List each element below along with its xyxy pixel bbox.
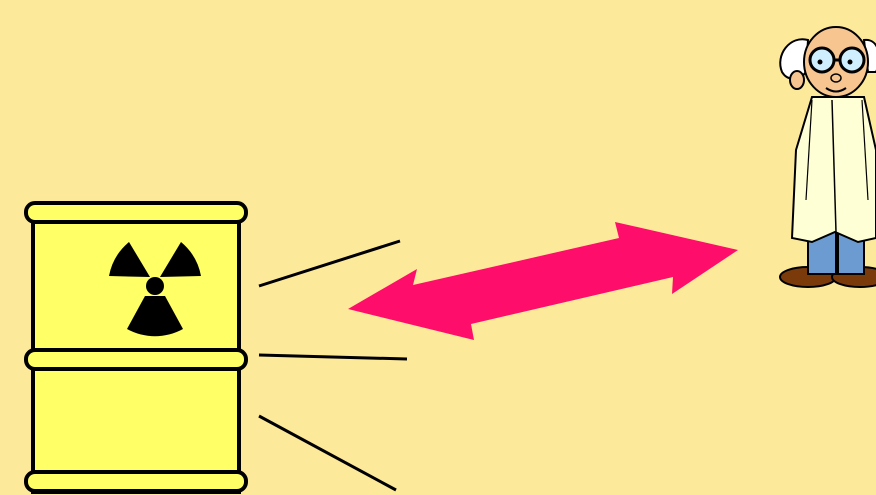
radioactive-barrel-icon bbox=[26, 203, 246, 492]
